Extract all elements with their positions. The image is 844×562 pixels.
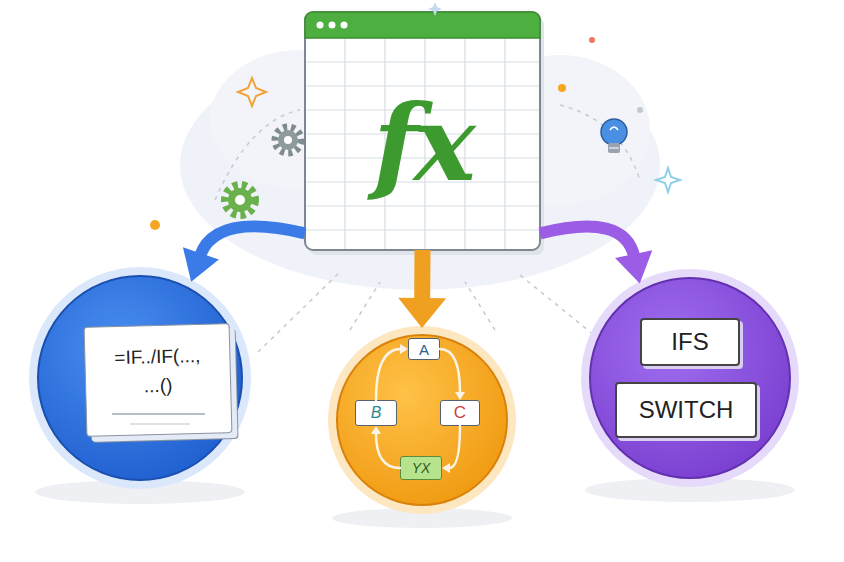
flow-label: YX: [412, 460, 431, 476]
arrow-head: [183, 247, 219, 282]
arrow-shaft: [440, 349, 460, 393]
accent-dot: [150, 220, 160, 230]
accent-dot: [215, 229, 221, 235]
formula-window: fx: [305, 12, 540, 250]
function-name: IFS: [671, 328, 708, 356]
formula-text: ...(): [144, 374, 173, 398]
arrow-head: [400, 344, 408, 354]
gear-icon: [275, 127, 301, 153]
accent-dot: [558, 84, 566, 92]
lightbulb-icon: [601, 119, 627, 153]
arrow-shaft: [414, 250, 430, 301]
sparkle-star: [238, 78, 266, 106]
flow-arrow: [183, 226, 305, 281]
category-circle: =IF../IF(..., ...(): [28, 266, 252, 490]
function-card: SWITCH: [615, 382, 757, 438]
flow-arrow: [398, 250, 446, 328]
arrow-head: [442, 463, 450, 473]
category-circle: IFS SWITCH: [580, 268, 800, 488]
circle-shape: [580, 268, 800, 488]
accent-dot: [589, 37, 595, 43]
flow-box: C: [440, 400, 480, 426]
arrow-shaft: [376, 349, 401, 400]
function-name: SWITCH: [639, 396, 734, 424]
text-line: [130, 423, 190, 425]
flow-arrow: [371, 426, 400, 468]
arrow-shaft: [200, 226, 305, 256]
flow-box: YX: [400, 456, 442, 480]
arrow-shaft: [449, 426, 460, 468]
gear-icon: [225, 185, 255, 215]
flow-box: B: [355, 400, 397, 426]
flow-arrow: [440, 349, 465, 400]
flow-arrow: [540, 226, 652, 283]
formula-text: =IF../IF(...,: [114, 345, 201, 370]
sparkle-star: [428, 2, 442, 16]
arrow-head: [371, 426, 381, 434]
window-dot: [317, 22, 324, 29]
accent-dot: [637, 107, 643, 113]
category-circle: A B C YX: [327, 325, 517, 515]
flow-arrow: [442, 426, 460, 473]
sparkle-star: [656, 168, 680, 192]
window-dot: [341, 22, 348, 29]
flow-label: A: [419, 341, 429, 358]
flow-box: A: [408, 338, 440, 360]
text-line: [112, 413, 205, 415]
function-card: IFS: [640, 318, 740, 366]
arrow-shaft: [376, 433, 400, 468]
flow-label: C: [454, 403, 466, 423]
spreadsheet-grid: [306, 38, 539, 249]
window-dot: [329, 22, 336, 29]
arrow-head: [398, 298, 446, 328]
arrow-head: [615, 250, 652, 283]
arrow-shaft: [540, 226, 634, 257]
flow-label: B: [371, 404, 382, 422]
flow-arrow: [376, 344, 408, 400]
spreadsheet-window: [305, 12, 540, 250]
title-bar: [305, 12, 540, 38]
arrow-head: [455, 392, 465, 400]
formula-symbol: fx: [373, 92, 472, 196]
formula-card: =IF../IF(..., ...(): [84, 323, 233, 437]
